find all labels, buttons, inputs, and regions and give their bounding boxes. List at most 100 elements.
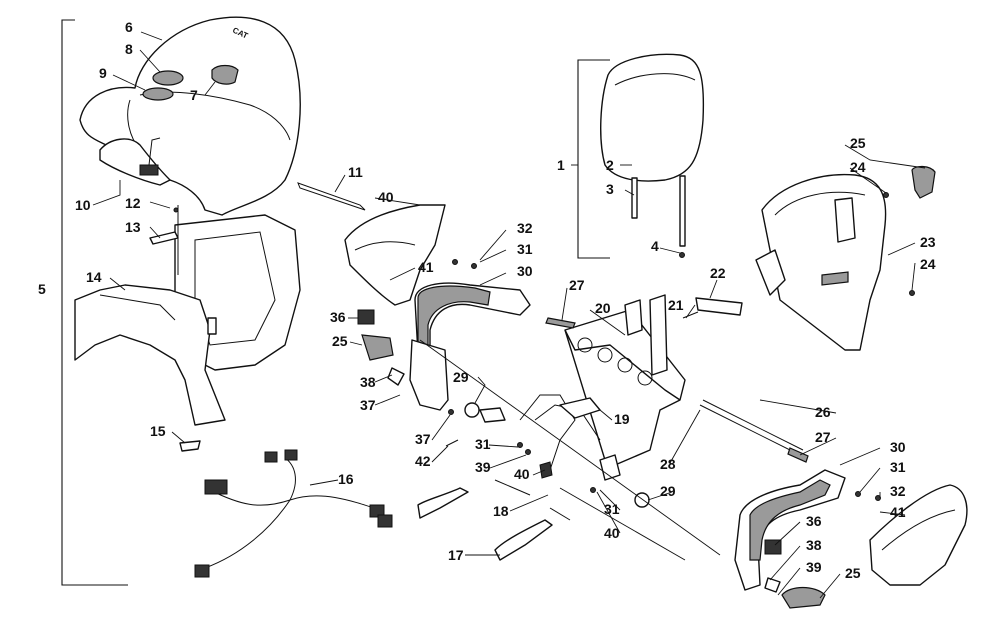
callout-40-right: 41	[890, 504, 906, 520]
leader-lines	[92, 31, 926, 599]
callout-5: 5	[38, 281, 46, 297]
item-13-strap	[149, 231, 179, 245]
item-4-pin	[679, 252, 685, 258]
callout-20: 20	[595, 300, 611, 316]
item-36-right	[764, 577, 781, 593]
item-26-shaft	[699, 404, 801, 456]
callout-12: 12	[125, 195, 141, 211]
callout-23: 23	[920, 234, 936, 250]
callout-14: 14	[86, 269, 102, 285]
harness-plug-3	[284, 449, 298, 461]
item-12-screw	[173, 207, 179, 213]
callout-37-left: 38	[360, 374, 376, 390]
item-40-cover-detail	[354, 241, 416, 251]
callout-39: 40	[514, 466, 530, 482]
item-29-washer-left	[464, 402, 480, 418]
callout-3: 3	[606, 181, 614, 197]
item-26-shaft-edge	[702, 399, 804, 451]
item-7-cap	[211, 64, 239, 85]
item-3-post-right	[679, 175, 686, 247]
callout-15: 15	[150, 423, 166, 439]
armrest-left-mount	[409, 339, 449, 411]
callout-38-low: 40	[604, 525, 620, 541]
callout-4: 4	[651, 238, 659, 254]
item-31-washer-mid	[517, 442, 523, 448]
frame-hole-3	[617, 357, 633, 373]
callout-7: 7	[190, 87, 198, 103]
item-10-connector	[139, 164, 159, 176]
callout-42: 42	[415, 453, 431, 469]
callout-37-right: 39	[806, 559, 822, 575]
armrest-right-grip	[749, 479, 831, 561]
back-cover-tab	[755, 249, 786, 296]
item-3-post-left	[631, 177, 638, 219]
callout-36-right: 38	[806, 537, 822, 553]
item-31-washer-right	[855, 491, 861, 497]
callout-34: 36	[806, 513, 822, 529]
callout-30-right: 30	[890, 439, 906, 455]
callout-25-top: 25	[850, 135, 866, 151]
item-9-pad	[142, 87, 174, 101]
item-25-knob-top	[911, 165, 936, 199]
harness-plug-2	[264, 451, 278, 463]
item-37-left	[387, 367, 405, 386]
item-25-knob-right	[781, 586, 826, 609]
armrest-left-body	[414, 282, 531, 391]
item-39-spring	[539, 461, 553, 479]
item-14-detail	[99, 294, 176, 321]
callout-25-right: 25	[845, 565, 861, 581]
back-cover-shell	[761, 173, 887, 351]
armrest-right	[734, 469, 881, 609]
callout-29-left: 29	[453, 369, 469, 385]
item-22-clip	[695, 297, 743, 316]
seat: CAT	[79, 16, 301, 216]
item-10-wire	[148, 137, 161, 166]
armrest-left	[357, 282, 531, 411]
callout-35: 37	[415, 431, 431, 447]
callout-30-left: 30	[517, 263, 533, 279]
frame-hole-2	[597, 347, 613, 363]
bracket-5	[61, 19, 128, 586]
item-38-nut-right	[590, 487, 596, 493]
callout-10: 10	[75, 197, 91, 213]
callout-18: 18	[493, 503, 509, 519]
harness-plug-6	[194, 564, 210, 578]
frame-post-right	[649, 294, 668, 376]
item-11-tie	[297, 182, 366, 211]
harness-plug-5	[377, 514, 393, 528]
callout-38-mid: 39	[475, 459, 491, 475]
callout-13: 13	[125, 219, 141, 235]
callout-26: 26	[815, 404, 831, 420]
callout-22: 22	[710, 265, 726, 281]
item-20-frame	[564, 309, 686, 466]
item-31-washer-left	[471, 263, 477, 269]
backrest-pad	[600, 53, 705, 182]
item-40-cover-lower-detail	[881, 509, 956, 551]
callout-27-top: 27	[569, 277, 585, 293]
callout-9: 9	[99, 65, 107, 81]
callout-25-left: 25	[332, 333, 348, 349]
item-40-cover-upper	[344, 204, 446, 306]
callout-31-top: 31	[517, 241, 533, 257]
callout-24-right: 24	[920, 256, 936, 272]
callout-33: 36	[330, 309, 346, 325]
item-27-bushing-left	[545, 317, 576, 329]
callout-8: 8	[125, 41, 133, 57]
callout-32-right: 32	[890, 483, 906, 499]
callout-32-top: 32	[517, 220, 533, 236]
item-18-rod-lower	[549, 507, 571, 521]
item-38-nut-left	[525, 449, 531, 455]
back-cover-slot-2	[821, 271, 849, 286]
callout-40-top: 40	[378, 189, 394, 205]
frame-post	[207, 317, 217, 335]
callout-31-low: 31	[604, 501, 620, 517]
item-35-bolt	[448, 409, 454, 415]
callout-2: 2	[606, 157, 614, 173]
harness-plug-4	[369, 504, 385, 518]
callout-28: 28	[660, 456, 676, 472]
callout-21: 21	[668, 297, 684, 313]
item-14-bracket	[74, 284, 226, 426]
callout-17: 17	[448, 547, 464, 563]
harness-wire-1	[209, 489, 381, 511]
item-42-pin	[445, 439, 459, 447]
